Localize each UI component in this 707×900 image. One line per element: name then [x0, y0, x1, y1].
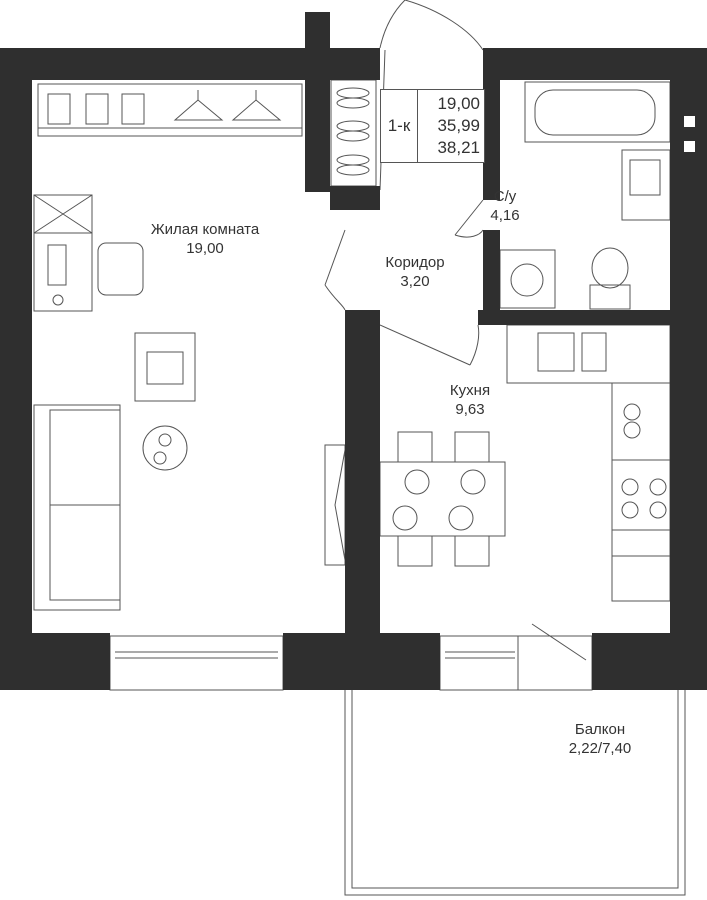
balcony-outline	[344, 690, 686, 896]
room-area: 2,22/7,40	[568, 740, 632, 757]
shoe-icons	[336, 87, 370, 176]
dining-table	[379, 461, 506, 537]
room-area: 4,16	[490, 207, 520, 224]
bathroom-vent	[684, 141, 695, 152]
total-area-value: 35,99	[437, 116, 480, 135]
window-kitchen	[439, 635, 593, 691]
wall	[592, 633, 707, 690]
living-door	[324, 229, 346, 311]
room-name: Коридор	[385, 254, 445, 271]
room-area: 3,20	[400, 273, 430, 290]
room-name: Кухня	[449, 382, 491, 399]
washing-machine	[499, 249, 556, 309]
room-area: 19,00	[186, 240, 224, 257]
room-label-bathroom: С/у 4,16	[480, 187, 530, 225]
desk	[33, 232, 93, 312]
wall	[483, 80, 500, 200]
wall	[478, 310, 670, 325]
living-area-value: 19,00	[437, 94, 480, 113]
toilet	[589, 284, 631, 310]
plates	[392, 469, 486, 531]
room-area: 9,63	[455, 401, 485, 418]
wall	[483, 48, 707, 80]
apartment-info-box: 1-к 19,00 35,99 38,21	[380, 89, 485, 163]
wall	[0, 48, 330, 80]
bathroom-door	[454, 199, 484, 238]
balcony-door	[517, 623, 587, 690]
room-label-living: Жилая комната 19,00	[130, 220, 280, 258]
armchair	[134, 332, 196, 402]
dining-chairs	[397, 431, 490, 567]
shirt-icons	[47, 93, 145, 125]
wardrobe	[37, 83, 303, 137]
total-with-balcony-value: 38,21	[437, 138, 480, 157]
wall	[330, 48, 380, 80]
room-name: С/у	[493, 188, 517, 205]
wall	[305, 12, 330, 192]
room-label-corridor: Коридор 3,20	[370, 253, 460, 291]
stove	[621, 478, 667, 519]
chair	[97, 242, 144, 296]
wall	[345, 310, 380, 690]
wall	[670, 48, 707, 690]
sofa	[33, 404, 121, 611]
kitchen-counter-side	[611, 382, 671, 602]
room-name: Балкон	[574, 721, 626, 738]
wall	[483, 230, 500, 325]
kitchen-counter-top	[506, 324, 671, 384]
wall	[0, 48, 32, 690]
kitchen-sink	[537, 332, 575, 372]
bathroom-vent	[684, 116, 695, 127]
apartment-type: 1-к	[381, 90, 418, 162]
wall	[0, 633, 110, 690]
kitchen-door	[379, 324, 480, 366]
coffee-table	[142, 425, 188, 471]
room-label-balcony: Балкон 2,22/7,40	[545, 720, 655, 758]
wall	[330, 186, 380, 210]
hanger-icons	[173, 90, 282, 121]
wall	[283, 633, 380, 690]
room-name: Жилая комната	[150, 221, 260, 238]
room-label-kitchen: Кухня 9,63	[430, 381, 510, 419]
wall	[380, 633, 440, 690]
window-living	[109, 635, 284, 691]
